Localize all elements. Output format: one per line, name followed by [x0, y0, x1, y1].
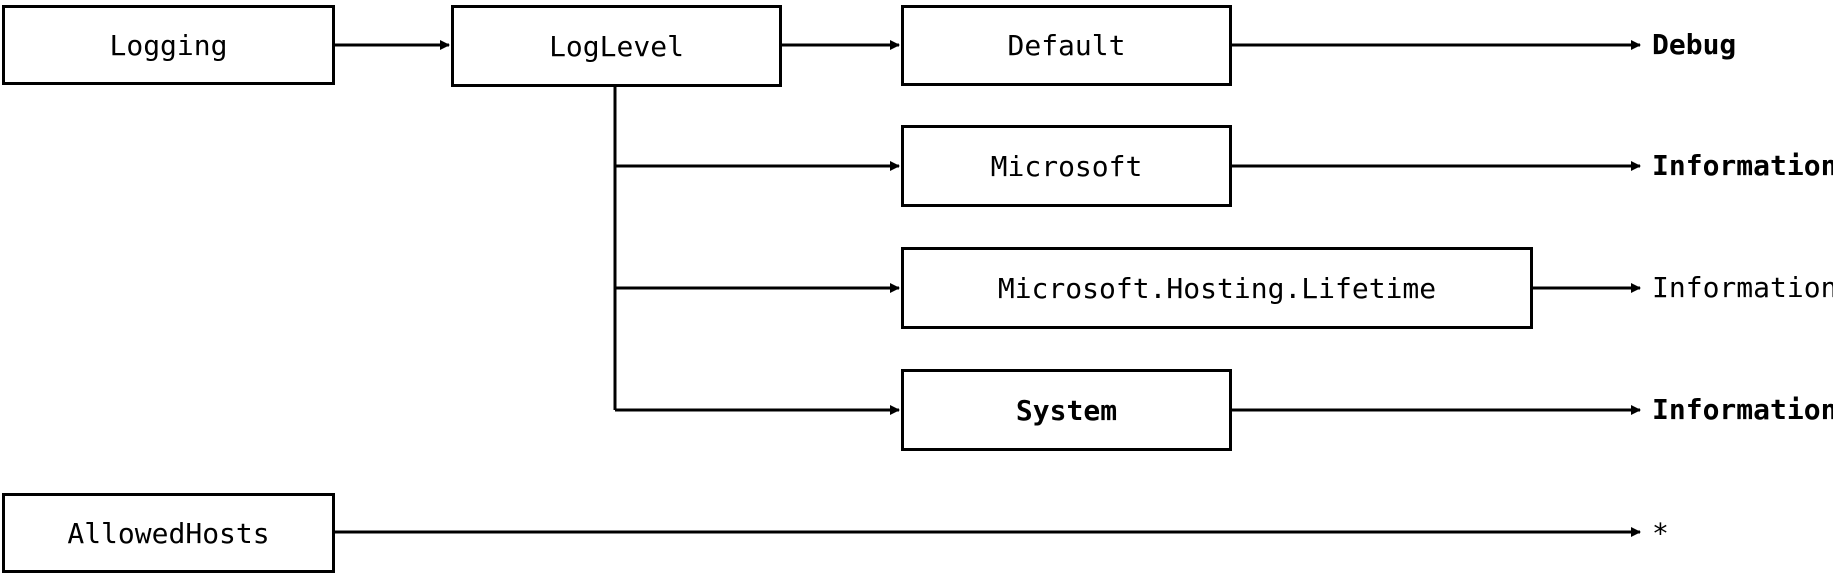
- node-microsoft-label: Microsoft: [990, 149, 1143, 183]
- node-default: Default: [901, 5, 1232, 86]
- node-microsoft: Microsoft: [901, 125, 1232, 207]
- node-logging-label: Logging: [109, 28, 228, 62]
- value-default: Debug: [1652, 28, 1737, 61]
- value-system: Information: [1652, 393, 1833, 426]
- node-system: System: [901, 369, 1232, 451]
- node-allowed-hosts: AllowedHosts: [2, 493, 335, 573]
- node-hosting-lifetime: Microsoft.Hosting.Lifetime: [901, 247, 1533, 329]
- node-default-label: Default: [1007, 29, 1126, 62]
- node-loglevel: LogLevel: [451, 5, 782, 87]
- node-allowed-hosts-label: AllowedHosts: [67, 516, 270, 550]
- node-logging: Logging: [2, 5, 335, 85]
- node-system-label: System: [1015, 393, 1118, 427]
- value-allowed-hosts: *: [1652, 517, 1669, 550]
- node-hosting-lifetime-label: Microsoft.Hosting.Lifetime: [997, 271, 1437, 305]
- value-microsoft: Information: [1652, 149, 1833, 182]
- value-hosting-lifetime: Information: [1652, 271, 1833, 304]
- node-loglevel-label: LogLevel: [549, 29, 684, 63]
